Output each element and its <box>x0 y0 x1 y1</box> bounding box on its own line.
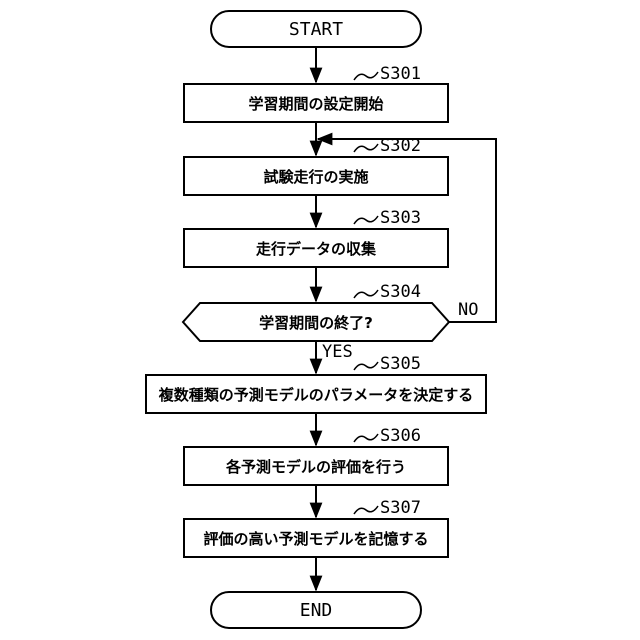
start-label: START <box>289 19 343 40</box>
process-s307: 評価の高い予測モデルを記憶する <box>184 519 448 557</box>
leader-s302 <box>354 144 378 152</box>
end-label: END <box>300 600 333 621</box>
yes-label: YES <box>322 342 353 362</box>
step-s301-id: S301 <box>380 64 421 84</box>
end-terminal: END <box>211 592 421 628</box>
no-label: NO <box>458 300 478 320</box>
step-s307-id: S307 <box>380 498 421 518</box>
process-s302: 試験走行の実施 <box>184 157 448 195</box>
decision-s304: 学習期間の終了? <box>183 303 449 341</box>
step-s302-text: 試験走行の実施 <box>263 168 368 186</box>
leader-s303 <box>354 216 378 224</box>
process-s306: 各予測モデルの評価を行う <box>184 447 448 485</box>
leader-s301 <box>354 72 378 80</box>
leader-s305 <box>354 362 378 370</box>
step-s305-id: S305 <box>380 354 421 374</box>
step-s303-text: 走行データの収集 <box>256 240 377 258</box>
step-s301-text: 学習期間の設定開始 <box>248 95 383 113</box>
step-s303-id: S303 <box>380 208 421 228</box>
start-terminal: START <box>211 11 421 47</box>
process-s301: 学習期間の設定開始 <box>184 84 448 122</box>
process-s303: 走行データの収集 <box>184 229 448 267</box>
leader-s304 <box>354 290 378 298</box>
leader-s307 <box>354 506 378 514</box>
step-s304-text: 学習期間の終了? <box>259 314 373 332</box>
step-s305-text: 複数種類の予測モデルのパラメータを決定する <box>158 386 474 404</box>
process-s305: 複数種類の予測モデルのパラメータを決定する <box>146 375 486 413</box>
step-s307-text: 評価の高い予測モデルを記憶する <box>203 530 428 548</box>
step-s306-text: 各予測モデルの評価を行う <box>225 458 406 476</box>
leader-s306 <box>354 434 378 442</box>
step-s306-id: S306 <box>380 426 421 446</box>
step-s304-id: S304 <box>380 282 421 302</box>
